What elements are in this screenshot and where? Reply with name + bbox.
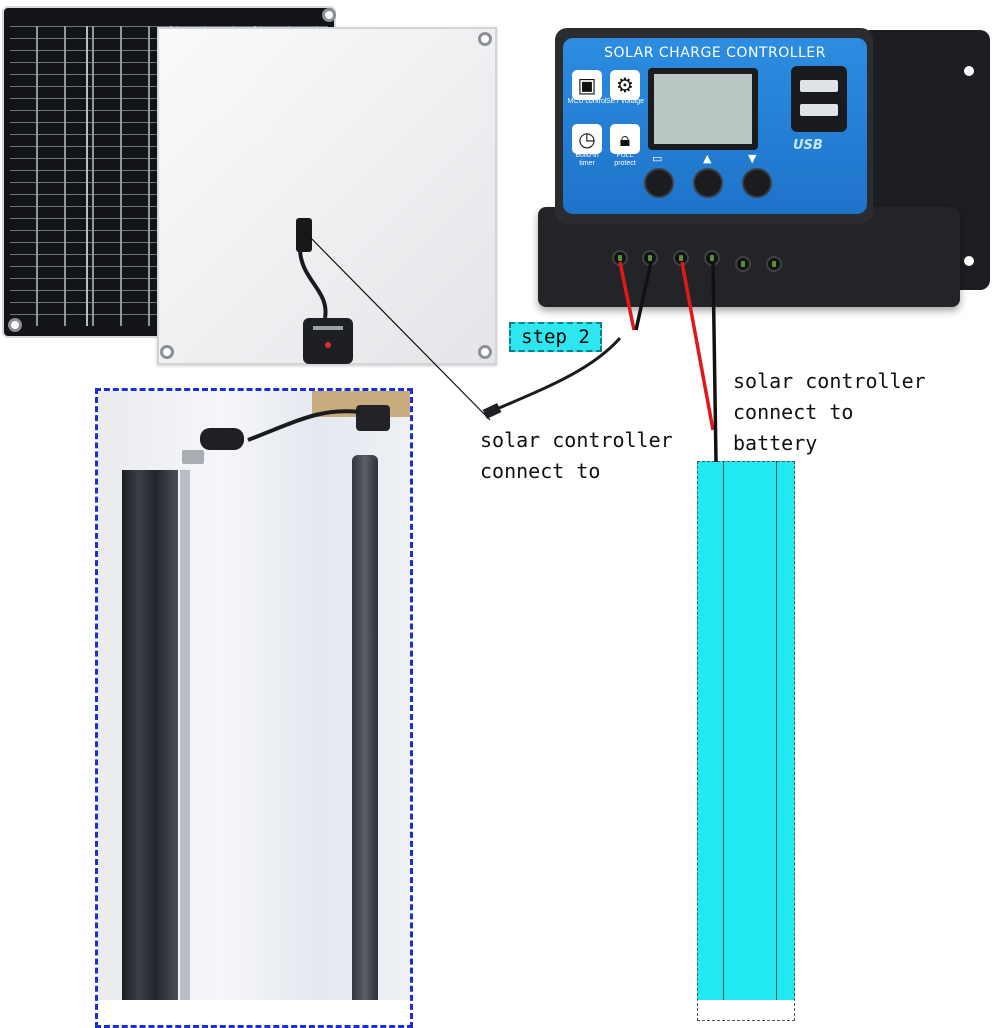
panel-busbar: [86, 26, 88, 326]
junction-box: [303, 318, 353, 364]
badge-label: Build-in timer: [575, 152, 599, 167]
rolled-panel-edge: [180, 470, 190, 1000]
black-wire: [634, 261, 653, 331]
battery-icon: ▭: [652, 152, 663, 165]
terminal-load-positive: [735, 256, 751, 272]
up-button[interactable]: [693, 168, 723, 198]
adapter-plug: [482, 403, 502, 419]
grommet-hole: [322, 8, 336, 22]
mounting-hole: [964, 256, 974, 266]
panel-cable-housing: [352, 455, 378, 1000]
grommet-hole: [8, 318, 22, 332]
battery-connection-note: solar controller connect to battery: [733, 369, 926, 455]
usb-label: USB: [793, 138, 823, 153]
red-wire: [680, 261, 715, 431]
grommet-hole: [478, 32, 492, 46]
mounting-hole: [964, 66, 974, 76]
terminal-load-negative: [766, 256, 782, 272]
panel-connection-note: solar controller connect to: [480, 428, 673, 483]
dc-plug-tip: [182, 450, 204, 464]
red-wire: [618, 261, 636, 331]
menu-button[interactable]: [644, 168, 674, 198]
battery-block: [697, 461, 795, 1000]
down-arrow-icon: ▼: [748, 152, 757, 165]
junction-box-label: [313, 326, 343, 330]
controller-title: SOLAR CHARGE CONTROLLER: [604, 45, 826, 61]
gear-icon: ⚙: [610, 70, 640, 100]
grommet-hole: [160, 345, 174, 359]
panel-cable: [298, 247, 328, 319]
badge-label: FULL protect: [614, 152, 636, 167]
indicator-led: [325, 342, 331, 348]
usb-port: [800, 104, 838, 116]
chip-icon: ▣: [572, 70, 602, 100]
step-label: step 2: [509, 322, 602, 352]
down-button[interactable]: [742, 168, 772, 198]
dc-jack: [200, 428, 244, 450]
rolled-panel-edge: [122, 470, 178, 1000]
lcd-display: [648, 68, 758, 150]
badge-label: MCU control: [567, 98, 607, 105]
panel-connector: [356, 405, 390, 431]
terminal-battery-negative: [704, 250, 720, 266]
usb-port: [800, 80, 838, 92]
clock-icon: ◷: [572, 124, 602, 154]
badge-label: SET voltage: [605, 98, 644, 105]
up-arrow-icon: ▲: [703, 152, 712, 165]
lock-icon: 🔒︎: [610, 124, 640, 154]
adapter-cable: [489, 337, 622, 414]
usb-ports: [791, 66, 847, 132]
dc-cable: [247, 409, 361, 442]
wiring-diagram: [247, 231, 718, 463]
grommet-hole: [478, 345, 492, 359]
panel-dc-connector: [296, 218, 312, 252]
leader-line: [304, 231, 491, 421]
black-wire: [711, 261, 718, 463]
